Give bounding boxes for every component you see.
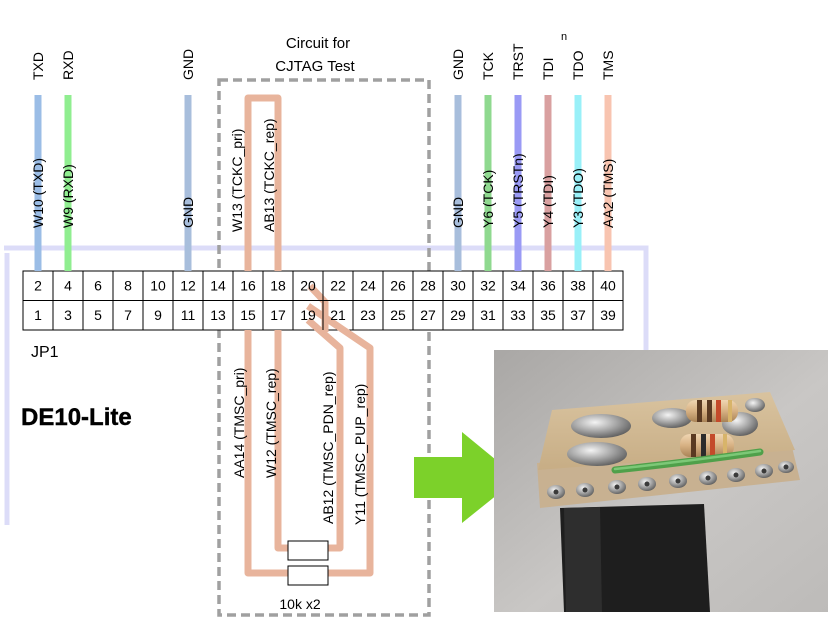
signal-name-label: TXD: [30, 52, 46, 80]
header-pin-top: 16: [240, 278, 256, 294]
header-pin-bottom: 23: [360, 307, 376, 323]
circuit-pin-label-bottom: AB12 (TMSC_PDN_rep): [320, 372, 336, 525]
circuit-box: [217, 78, 431, 617]
header-pin-bottom: 13: [210, 307, 226, 323]
signal-pin-label: W10 (TXD): [30, 158, 46, 228]
signal-name-label: GND: [180, 49, 196, 80]
header-pin-bottom: 21: [330, 307, 346, 323]
circuit-wires: [244, 94, 374, 577]
signal-name-label: RXD: [60, 50, 76, 80]
header-pin-bottom: 27: [420, 307, 436, 323]
header-pin-top: 30: [450, 278, 466, 294]
header-pin-top: 12: [180, 278, 196, 294]
header-pin-bottom: 31: [480, 307, 496, 323]
header-pin-bottom: 9: [154, 307, 162, 323]
header-pin-bottom: 39: [600, 307, 616, 323]
header-pin-top: 4: [64, 278, 72, 294]
header-pin-top: 8: [124, 278, 132, 294]
circuit-pin-label-bottom: Y11 (TMSC_PUP_rep): [352, 384, 368, 525]
circuit-label-line2: CJTAG Test: [275, 58, 355, 75]
resistor-2: [287, 565, 329, 586]
wire-tmsc-pdn: [305, 317, 344, 552]
signal-pin-label: Y5 (TRSTn): [510, 153, 526, 228]
header-pin-bottom: 1: [34, 307, 42, 323]
header-pin-top: 20: [300, 278, 316, 294]
wire-tmsc-pup: [306, 303, 374, 577]
header-pin-top: 40: [600, 278, 616, 294]
header-pin-top: 22: [330, 278, 346, 294]
wire-tckc-loop: [244, 94, 282, 271]
arrow-icon: [414, 432, 518, 523]
header-pin-top: 2: [34, 278, 42, 294]
signal-name-label: TCK: [480, 51, 496, 80]
header-pin-bottom: 3: [64, 307, 72, 323]
circuit-pin-label-bottom: AA14 (TMSC_pri): [231, 368, 247, 478]
circuit-photo: [494, 350, 828, 612]
header-pin-top: 6: [94, 278, 102, 294]
circuit-pin-label-bottom: W12 (TMSC_rep): [263, 368, 279, 478]
header-pin-bottom: 19: [300, 307, 316, 323]
board-label: DE10-Lite: [21, 404, 132, 431]
signal-name-label: TRST: [510, 43, 526, 80]
wire-pin20-jumper: [307, 283, 329, 332]
signal-pin-label: Y6 (TCK): [480, 170, 496, 228]
signal-name-superscript: n: [561, 31, 567, 43]
header-pin-top: 18: [270, 278, 286, 294]
signal-pin-label: W9 (RXD): [60, 164, 76, 228]
signal-pin-label: GND: [450, 197, 466, 228]
signal-pin-label: Y3 (TDO): [570, 168, 586, 228]
signal-pin-label: GND: [180, 197, 196, 228]
resistor-1: [287, 540, 329, 561]
header-pin-bottom: 17: [270, 307, 286, 323]
header-pin-top: 32: [480, 278, 496, 294]
circuit-pin-label-top: W13 (TCKC_pri): [229, 129, 245, 232]
header-pin-bottom: 7: [124, 307, 132, 323]
header-pin-bottom: 25: [390, 307, 406, 323]
header-pin-top: 10: [150, 278, 166, 294]
circuit-pin-labels: W13 (TCKC_pri) AB13 (TCKC_rep) AA14 (TMSC_…: [229, 118, 368, 525]
header-pin-bottom: 37: [570, 307, 586, 323]
header-pin-bottom: 15: [240, 307, 256, 323]
resistor-label: 10k x2: [279, 596, 320, 612]
header-pin-top: 24: [360, 278, 376, 294]
header-pin-top: 26: [390, 278, 406, 294]
top-signal-group: TXD W10 (TXD) RXD W9 (RXD) GND GND GND GND TCK Y6…: [30, 31, 616, 271]
circuit-label-line1: Circuit for: [286, 35, 350, 52]
signal-name-label: TDO: [570, 50, 586, 80]
header-pin-top: 14: [210, 278, 226, 294]
header-pin-bottom: 29: [450, 307, 466, 323]
header-pin-top: 36: [540, 278, 556, 294]
signal-name-label: TDI: [540, 57, 556, 80]
jp1-label: JP1: [31, 344, 59, 361]
header-pin-bottom: 33: [510, 307, 526, 323]
signal-name-label: GND: [450, 49, 466, 80]
circuit-pin-label-top: AB13 (TCKC_rep): [261, 118, 277, 232]
header-pin-top: 28: [420, 278, 436, 294]
wire-tmsc-pri: [244, 330, 288, 577]
header-pin-top: 34: [510, 278, 526, 294]
signal-pin-label: AA2 (TMS): [600, 159, 616, 228]
header-pin-bottom: 11: [181, 307, 196, 323]
signal-pin-label: Y4 (TDI): [540, 175, 556, 228]
signal-name-label: TMS: [600, 50, 616, 80]
wire-tmsc-rep: [274, 330, 288, 552]
header-pin-bottom: 35: [540, 307, 556, 323]
header-pin-bottom: 5: [94, 307, 102, 323]
header-pin-top: 38: [570, 278, 586, 294]
